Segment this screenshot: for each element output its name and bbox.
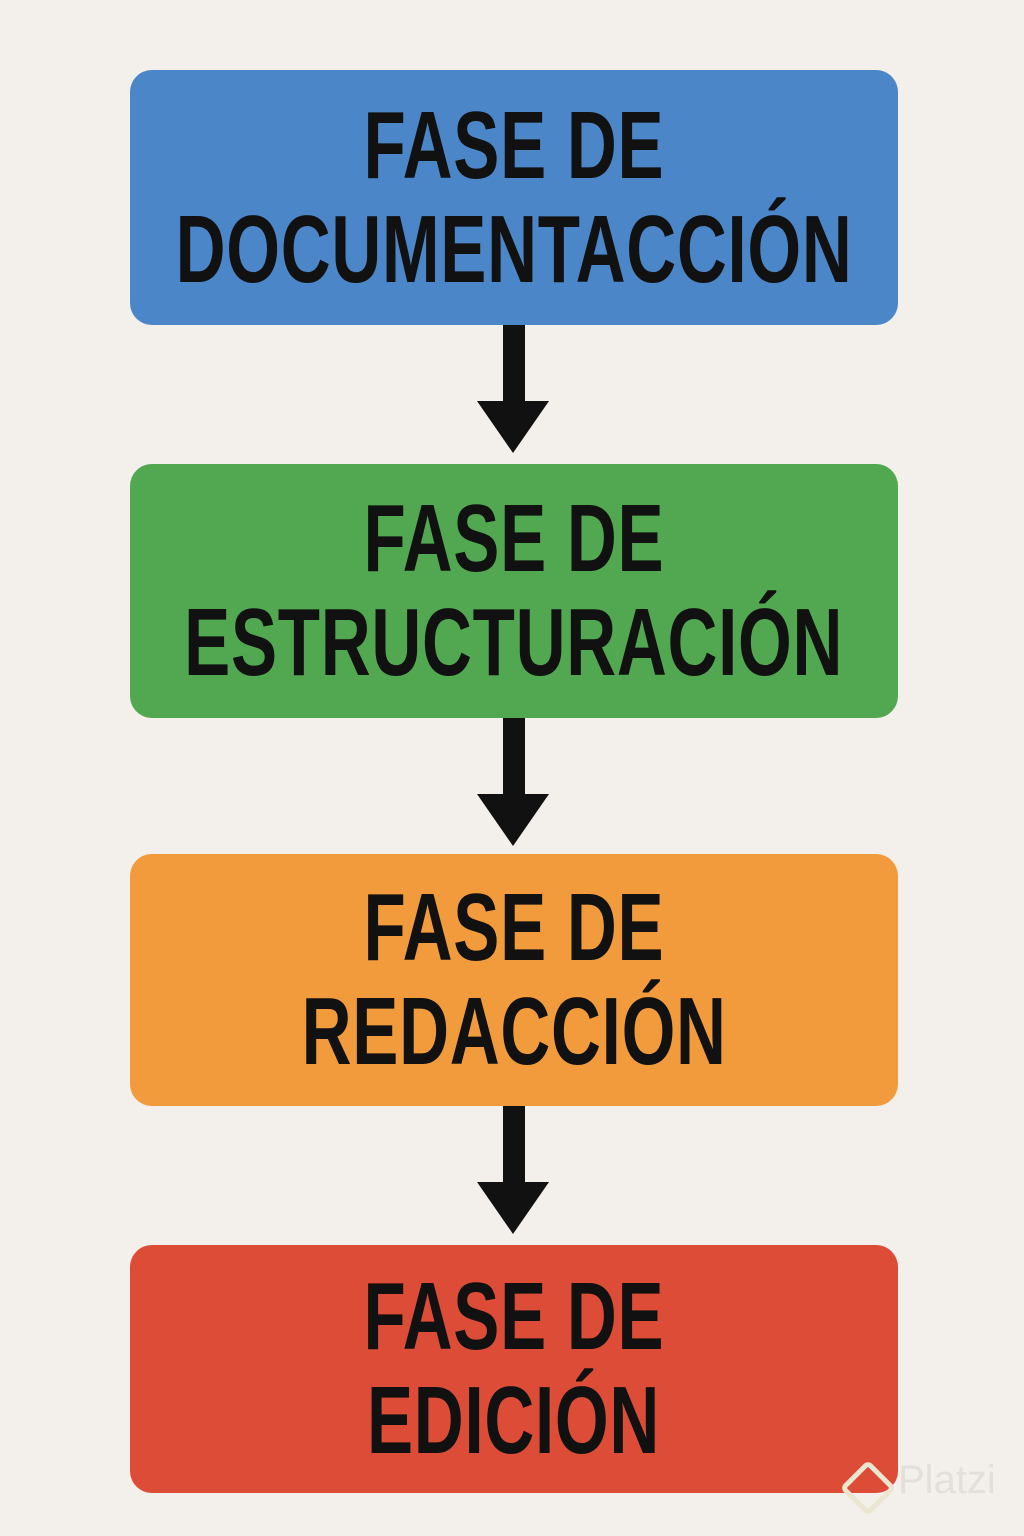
watermark: Platzi [898, 1458, 996, 1502]
arrow-down-icon [477, 1106, 549, 1234]
phase-structuring-box: FASE DE ESTRUCTURACIÓN [130, 464, 898, 718]
phase-title-line1: FASE DE [363, 1263, 665, 1370]
phase-title-line1: FASE DE [363, 91, 665, 199]
phase-title-line2: REDACCIÓN [301, 978, 727, 1085]
phase-editing-box: FASE DE EDICIÓN [130, 1245, 898, 1493]
phase-title-line1: FASE DE [363, 485, 665, 592]
phase-title-line2: EDICIÓN [367, 1367, 661, 1474]
phase-documentation-box: FASE DE DOCUMENTACCIÓN [130, 70, 898, 325]
phase-title-line2: DOCUMENTACCIÓN [175, 195, 853, 303]
arrow-down-icon [477, 325, 549, 453]
phase-title-line2: ESTRUCTURACIÓN [184, 589, 844, 696]
arrow-down-icon [477, 718, 549, 846]
phase-title-line1: FASE DE [363, 874, 665, 981]
phase-writing-box: FASE DE REDACCIÓN [130, 854, 898, 1106]
